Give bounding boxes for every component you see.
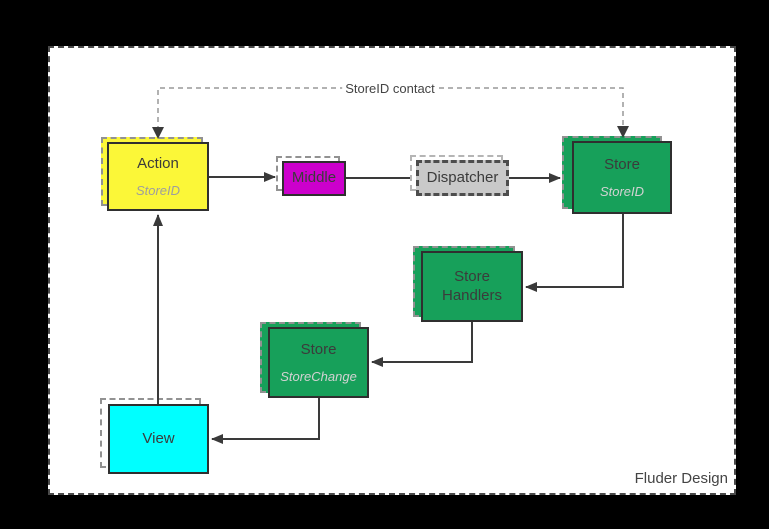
node-view[interactable]: View <box>108 404 209 474</box>
store-id-sublabel: StoreID <box>599 183 645 199</box>
credit-text: Fluder Design <box>634 470 728 487</box>
action-sublabel: StoreID <box>135 182 181 198</box>
node-dispatcher[interactable]: Dispatcher <box>416 160 509 196</box>
node-store-handlers[interactable]: Store Handlers <box>421 251 523 322</box>
action-label: Action <box>137 155 179 173</box>
store-change-label: Store <box>300 341 337 359</box>
store-id-label: Store <box>604 156 640 174</box>
node-store-change[interactable]: Store StoreChange <box>268 327 369 398</box>
store-handlers-label: Store Handlers <box>441 267 503 304</box>
dispatcher-label: Dispatcher <box>426 168 499 186</box>
middle-label: Middle <box>291 169 337 187</box>
store-change-sublabel: StoreChange <box>280 368 357 384</box>
node-middle[interactable]: Middle <box>282 161 346 196</box>
node-action[interactable]: Action StoreID <box>107 142 209 211</box>
node-store-id[interactable]: Store StoreID <box>572 141 672 214</box>
contact-edge-label: StoreID contact <box>342 81 438 96</box>
view-label: View <box>142 429 175 447</box>
